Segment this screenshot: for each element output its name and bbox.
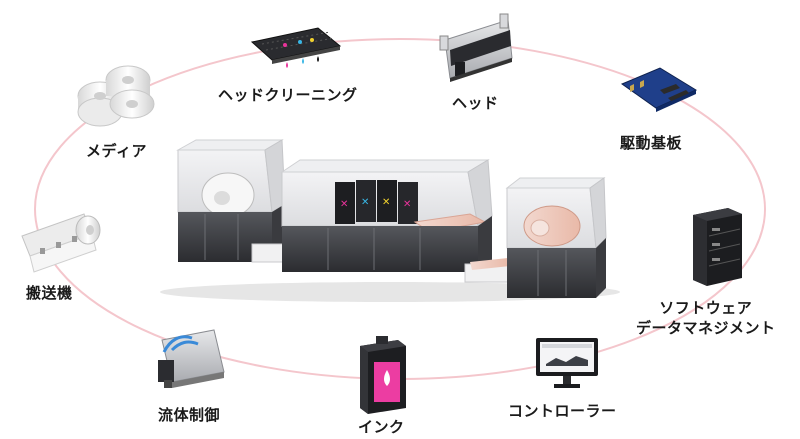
head-cleaning-icon — [250, 27, 342, 68]
label-software-line-1: ソフトウェア — [659, 299, 753, 317]
label-driver-board: 駆動基板 — [620, 134, 683, 152]
monitor-icon — [536, 338, 598, 388]
ink-tank-icon — [360, 336, 406, 414]
label-head-cleaning: ヘッドクリーニング — [218, 86, 358, 104]
label-media: メディア — [86, 142, 147, 160]
label-ink: インク — [358, 418, 405, 436]
label-software-line-2: データマネジメント — [636, 319, 776, 337]
inkjet-printer-system-icon: ✕ ✕ ✕ ✕ — [160, 139, 620, 302]
svg-text:✕: ✕ — [361, 197, 369, 208]
server-icon — [693, 208, 742, 286]
label-fluid-control: 流体制御 — [158, 406, 221, 424]
label-transport: 搬送機 — [26, 284, 73, 302]
label-controller: コントローラー — [508, 402, 617, 420]
ink-cartridges: ✕ ✕ ✕ ✕ — [335, 180, 418, 224]
roll-feeder-icon — [21, 213, 101, 273]
fluid-module-icon — [158, 329, 225, 388]
paper-rolls-icon — [77, 65, 155, 127]
circuit-board-icon — [620, 67, 698, 112]
svg-text:✕: ✕ — [382, 197, 390, 208]
label-head: ヘッド — [452, 94, 499, 112]
printhead-icon — [439, 13, 513, 82]
svg-text:✕: ✕ — [340, 199, 348, 210]
svg-text:✕: ✕ — [403, 199, 411, 210]
label-software: ソフトウェア データマネジメント — [636, 298, 776, 338]
